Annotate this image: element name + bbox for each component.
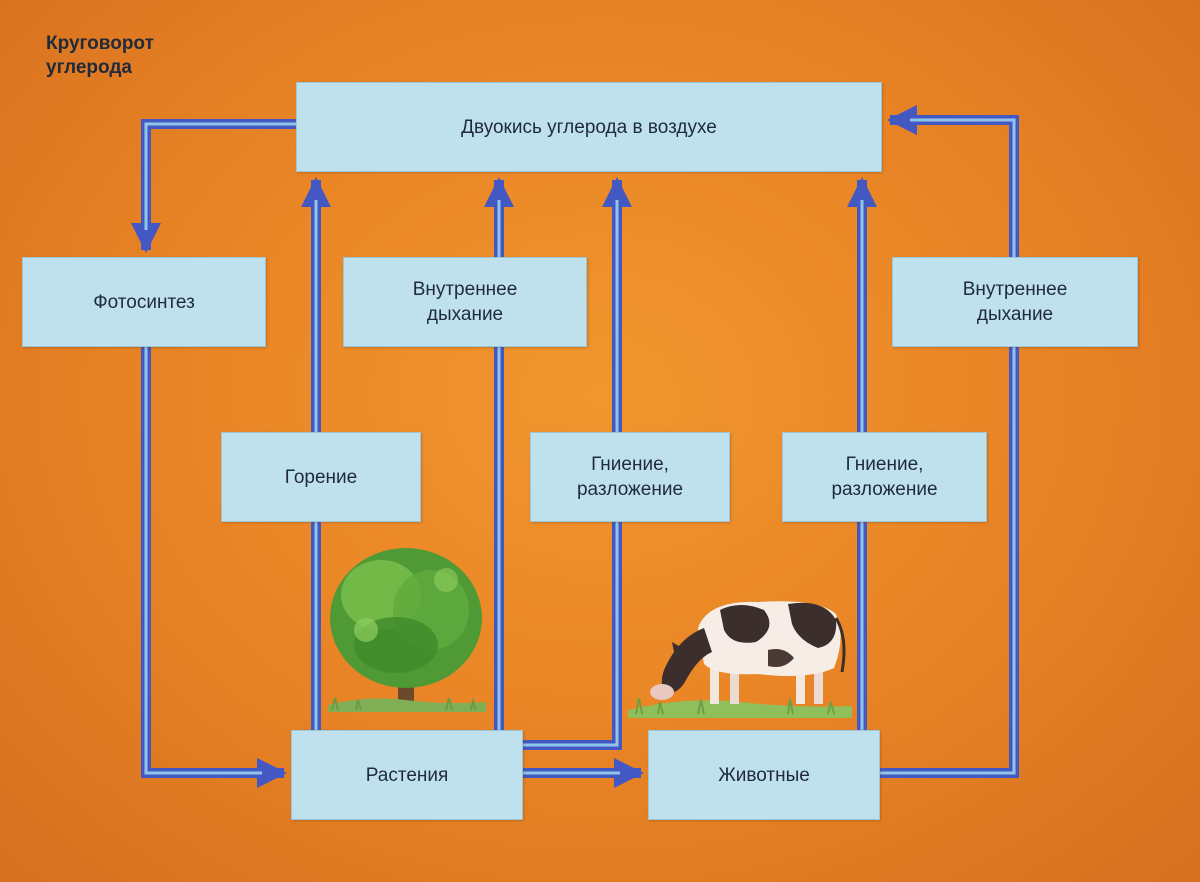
node-plants: Растения [291,730,523,820]
cow-icon [628,601,852,718]
tree-icon [328,548,486,712]
node-combustion: Горение [221,432,421,522]
node-photosynthesis: Фотосинтез [22,257,266,347]
node-co2-in-air: Двуокись углерода в воздухе [296,82,882,172]
diagram-title: Круговорот углерода [46,32,246,80]
arrow-plant-decay-to-air [523,177,632,750]
title-line-1: Круговорот [46,33,154,54]
node-animals: Животные [648,730,880,820]
node-plant-decay-line-1: Гниение, [591,454,669,475]
node-animal-respiration-line-1: Внутреннее [962,279,1068,300]
node-co2-in-air-label: Двуокись углерода в воздухе [461,116,717,138]
arrow-animal-respiration-to-air [880,105,1019,778]
node-animal-respiration-line-2: дыхание [976,304,1054,325]
node-animals-label: Животные [718,764,810,786]
node-animal-decay-line-2: разложение [831,479,938,500]
node-plants-label: Растения [365,764,449,786]
node-plant-respiration-line-1: Внутреннее [412,279,518,300]
arrow-air-to-photosynthesis [131,119,296,253]
node-plant-respiration: Внутреннее дыхание [343,257,587,347]
arrow-photosynthesis-to-plants [141,347,287,788]
node-animal-respiration: Внутреннее дыхание [892,257,1138,347]
node-photosynthesis-label: Фотосинтез [93,291,195,313]
node-animal-decay-line-1: Гниение, [845,454,924,475]
node-plant-decay-line-2: разложение [576,479,684,500]
node-plant-decay: Гниение, разложение [530,432,730,522]
node-plant-respiration-line-2: дыхание [426,304,504,325]
node-combustion-label: Горение [284,466,358,488]
node-animal-decay: Гниение, разложение [782,432,987,522]
title-line-2: углерода [46,57,132,78]
